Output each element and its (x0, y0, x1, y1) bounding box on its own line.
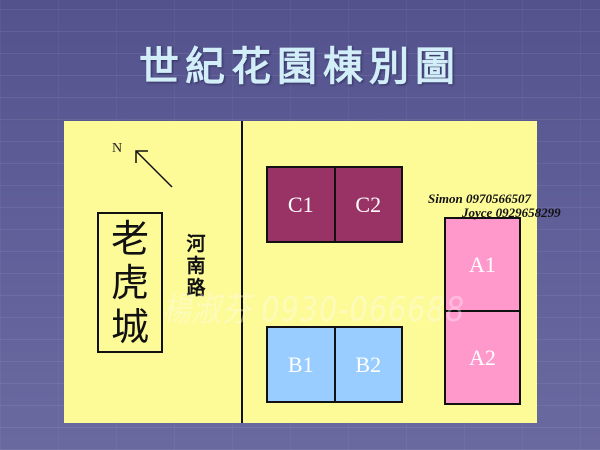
contact-name: Simon (428, 191, 463, 206)
unit-b2: B2 (333, 328, 401, 401)
landmark-old-tiger-city: 老 虎 城 (97, 212, 163, 353)
contact-name: Joyce (462, 205, 493, 220)
unit-b1: B1 (268, 328, 334, 401)
road-char: 南 (186, 255, 206, 277)
contact-phone: 0970566507 (465, 191, 531, 206)
contact-joyce: Joyce 0929658299 (462, 205, 561, 221)
landmark-char: 虎 (110, 260, 149, 305)
landmark-char: 城 (110, 304, 149, 349)
north-label: N (112, 141, 123, 156)
road-char: 河 (186, 233, 206, 255)
north-arrow-icon (135, 150, 173, 188)
contact-simon: Simon 0970566507 (428, 191, 531, 207)
unit-c2: C2 (333, 168, 401, 241)
road-char: 路 (186, 277, 206, 299)
road-line (241, 121, 243, 423)
unit-a2: A2 (446, 310, 519, 403)
block-a: A1 A2 (444, 217, 521, 405)
unit-c1: C1 (268, 168, 334, 241)
block-c: C1 C2 (266, 166, 403, 243)
watermark: 楊淑芬 0930-066688 (162, 290, 465, 330)
contact-phone: 0929658299 (495, 205, 561, 220)
landmark-char: 老 (110, 216, 149, 261)
block-b: B1 B2 (266, 326, 403, 403)
site-map: N 老 虎 城 河 南 路 C1 C2 B1 B2 A1 A2 (64, 121, 537, 423)
road-label: 河 南 路 (184, 233, 208, 299)
page-title: 世紀花園棟別圖 (139, 43, 461, 90)
unit-a1: A1 (446, 219, 519, 310)
